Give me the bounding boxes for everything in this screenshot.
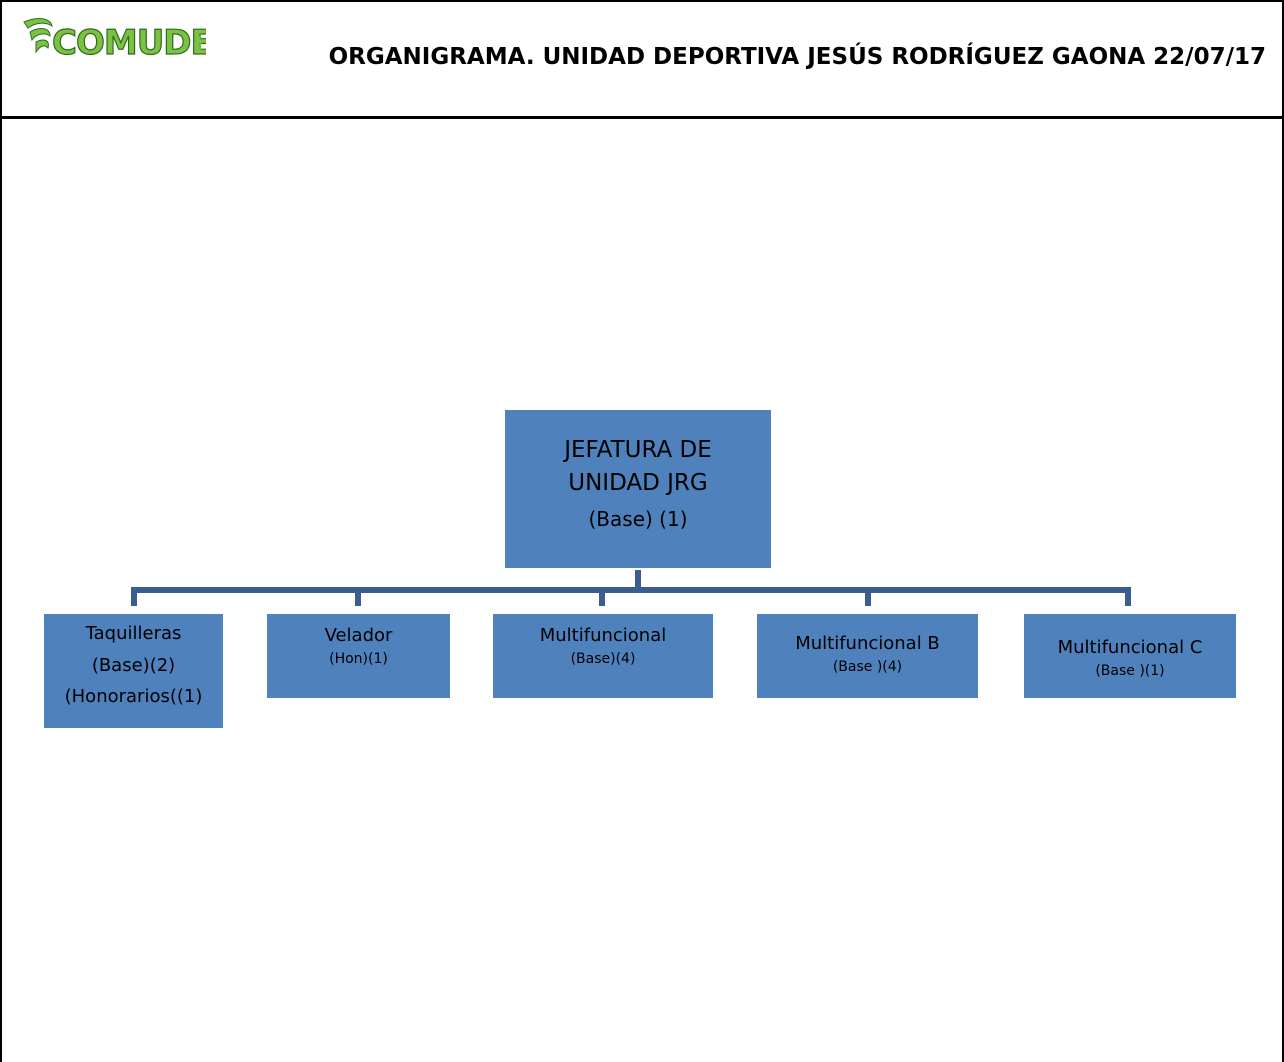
- child-box-taquilleras: Taquilleras (Base)(2) (Honorarios((1): [44, 614, 223, 728]
- root-box-jefatura: JEFATURA DE UNIDAD JRG (Base) (1): [505, 410, 771, 568]
- child-4-line-2: (Base )(4): [832, 659, 903, 676]
- child-2-line-1: Velador: [324, 625, 393, 646]
- child-box-multifuncional-c: Multifuncional C (Base )(1): [1024, 614, 1236, 698]
- child-1-line-3: (Honorarios((1): [64, 686, 203, 707]
- child-2-line-2: (Hon)(1): [329, 651, 388, 668]
- page-title: ORGANIGRAMA. UNIDAD DEPORTIVA JESÚS RODR…: [328, 44, 1266, 70]
- root-line-2: UNIDAD JRG: [568, 470, 708, 497]
- child-5-line-1: Multifuncional C: [1057, 637, 1203, 658]
- child-1-line-2: (Base)(2): [91, 654, 176, 676]
- logo-side-text: LEÓN: [195, 32, 202, 50]
- child-box-multifuncional: Multifuncional (Base)(4): [493, 614, 713, 698]
- child-3-line-1: Multifuncional: [539, 625, 667, 646]
- root-line-3: (Base) (1): [588, 506, 688, 531]
- child-4-line-1: Multifuncional B: [795, 633, 940, 654]
- child-box-multifuncional-b: Multifuncional B (Base )(4): [757, 614, 978, 698]
- child-box-velador: Velador (Hon)(1): [267, 614, 450, 698]
- child-5-line-2: (Base )(1): [1095, 663, 1165, 680]
- header-divider: [0, 116, 1284, 119]
- logo-text: COMUDE: [52, 23, 206, 63]
- comude-logo: COMUDE LEÓN: [23, 18, 206, 64]
- root-line-1: JEFATURA DE: [564, 437, 712, 463]
- logo-swoosh-icon: [23, 18, 53, 54]
- child-3-line-2: (Base)(4): [570, 651, 636, 668]
- child-1-line-1: Taquilleras: [85, 623, 182, 644]
